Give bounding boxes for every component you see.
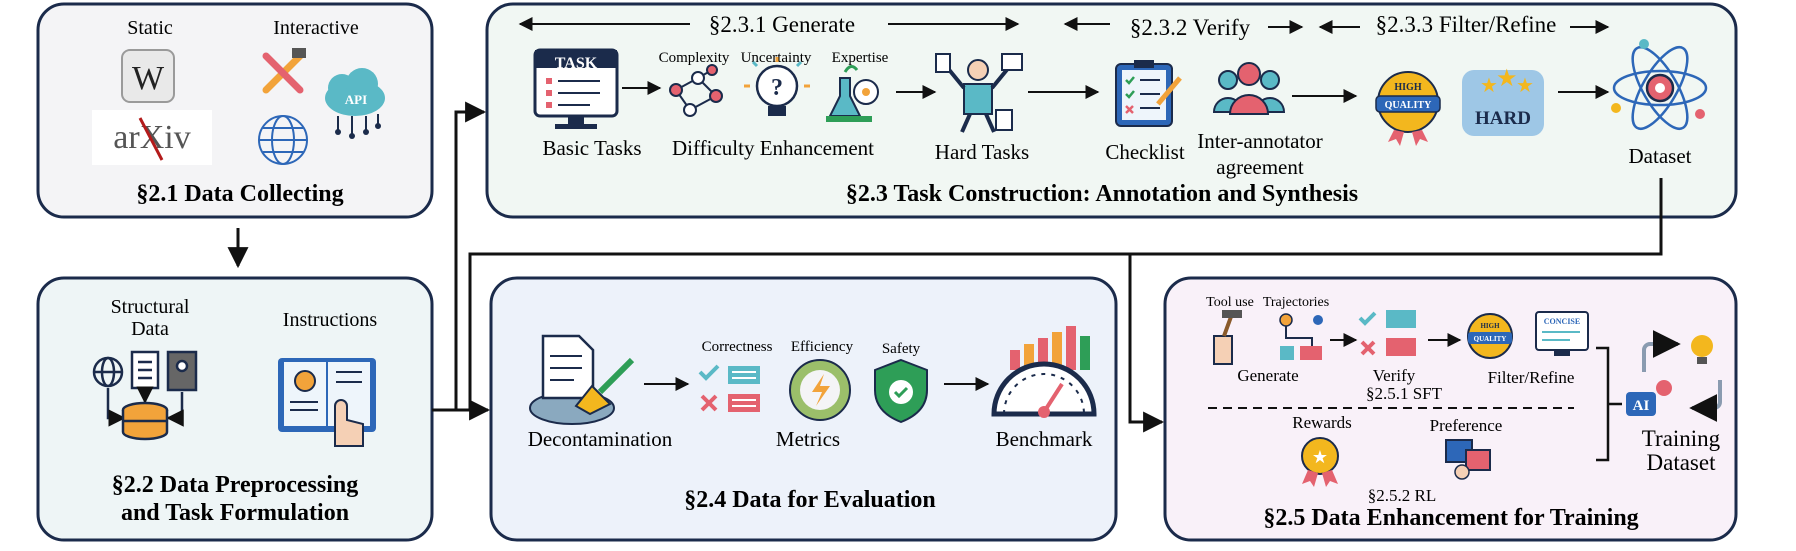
uncertainty-bulb-icon: ? bbox=[744, 57, 810, 116]
expertise-flask-icon bbox=[826, 65, 879, 122]
hard-badge-text: HARD bbox=[1475, 108, 1531, 129]
benchmark-label: Benchmark bbox=[996, 427, 1093, 451]
hard-tasks-person-icon bbox=[935, 53, 1023, 133]
tools-icon bbox=[262, 48, 306, 94]
svg-text:?: ? bbox=[771, 75, 783, 101]
ai-label: AI bbox=[1633, 398, 1650, 414]
dataset-return-line bbox=[468, 178, 1663, 410]
training-quality-badge-icon: HIGH QUALITY bbox=[1467, 313, 1513, 359]
difficulty-enhancement-label: Difficulty Enhancement bbox=[672, 136, 874, 160]
rewards-label: Rewards bbox=[1292, 413, 1351, 432]
task-icon-text: TASK bbox=[555, 55, 598, 72]
construction-title: §2.3 Task Construction: Annotation and S… bbox=[846, 181, 1358, 207]
trajectories-label: Trajectories bbox=[1263, 295, 1329, 310]
verify-checklist-icon bbox=[1358, 310, 1416, 356]
stage-arrows bbox=[518, 17, 1610, 34]
complexity-network-icon bbox=[669, 64, 723, 117]
structural-data-icon bbox=[92, 350, 198, 441]
construction-panel bbox=[485, 2, 1738, 219]
connectors bbox=[227, 101, 1663, 433]
decontamination-label: Decontamination bbox=[528, 427, 673, 451]
ai-cycle-icon: AI bbox=[1626, 330, 1722, 422]
metrics-label: Metrics bbox=[776, 427, 840, 451]
svg-text:★: ★ bbox=[1496, 66, 1518, 92]
badge-quality-text: QUALITY bbox=[1385, 100, 1432, 111]
stage-filter: §2.3.3 Filter/Refine bbox=[1376, 12, 1557, 37]
expertise-label: Expertise bbox=[832, 50, 889, 66]
task-monitor-icon: TASK bbox=[533, 48, 619, 129]
benchmark-speedometer-icon bbox=[991, 326, 1097, 418]
evaluation-title: §2.4 Data for Evaluation bbox=[684, 487, 936, 513]
static-label: Static bbox=[127, 17, 173, 39]
inter-annotator-line1: Inter-annotator bbox=[1197, 129, 1323, 153]
wikipedia-icon: W bbox=[121, 49, 175, 103]
sft-label: §2.5.1 SFT bbox=[1366, 384, 1443, 403]
tool-use-label: Tool use bbox=[1206, 295, 1254, 310]
correctness-label: Correctness bbox=[702, 339, 773, 355]
api-cloud-icon: API bbox=[325, 68, 385, 139]
structural-line2: Data bbox=[131, 318, 169, 340]
rewards-medal-icon: ★ bbox=[1301, 437, 1339, 487]
safety-label: Safety bbox=[882, 341, 921, 357]
instructions-book-icon bbox=[278, 358, 376, 447]
training-dataset-line2: Dataset bbox=[1647, 450, 1717, 475]
wikipedia-logo: W bbox=[132, 60, 165, 97]
svg-text:★: ★ bbox=[1480, 75, 1498, 97]
annotators-icon bbox=[1212, 62, 1286, 115]
preprocess-title-line1: §2.2 Data Preprocessing bbox=[112, 472, 358, 498]
checklist-icon bbox=[1115, 60, 1182, 127]
preference-icon bbox=[1445, 439, 1491, 480]
training-title: §2.5 Data Enhancement for Training bbox=[1263, 505, 1638, 531]
concise-text: CONCISE bbox=[1544, 317, 1580, 326]
svg-text:★: ★ bbox=[1312, 447, 1328, 467]
generate-label: Generate bbox=[1237, 366, 1298, 385]
arxiv-logo: arXiv bbox=[113, 119, 190, 156]
tool-use-hammer-icon bbox=[1213, 310, 1242, 365]
complexity-label: Complexity bbox=[659, 50, 730, 66]
structural-line1: Structural bbox=[111, 296, 190, 318]
arrow-to-training bbox=[1128, 254, 1165, 433]
basic-tasks-label: Basic Tasks bbox=[542, 136, 641, 160]
collect-title: §2.1 Data Collecting bbox=[136, 181, 343, 207]
hard-badge-icon: ★ ★ ★ HARD bbox=[1462, 66, 1544, 136]
rl-label: §2.5.2 RL bbox=[1368, 486, 1436, 505]
decontamination-icon bbox=[529, 334, 635, 425]
badge-high-text: HIGH bbox=[1394, 82, 1421, 93]
svg-text:★: ★ bbox=[1516, 75, 1534, 97]
dataset-atom-icon bbox=[1611, 39, 1708, 130]
concise-monitor-icon: CONCISE bbox=[1535, 311, 1589, 356]
inter-annotator-line2: agreement bbox=[1216, 155, 1304, 179]
globe-icon bbox=[258, 115, 308, 165]
stage-generate: §2.3.1 Generate bbox=[709, 12, 855, 37]
trajectories-icon bbox=[1279, 313, 1323, 360]
instructions-label: Instructions bbox=[283, 309, 378, 331]
hard-tasks-label: Hard Tasks bbox=[935, 140, 1029, 164]
correctness-checklist-icon bbox=[698, 364, 760, 412]
training-badge-high: HIGH bbox=[1480, 322, 1500, 330]
training-bracket bbox=[1596, 346, 1622, 462]
arxiv-icon: arXiv bbox=[92, 110, 212, 165]
efficiency-label: Efficiency bbox=[791, 339, 854, 355]
training-dataset-line1: Training bbox=[1642, 426, 1721, 451]
dataset-label: Dataset bbox=[1629, 144, 1692, 168]
api-label: API bbox=[345, 92, 367, 107]
arrow-preprocess-to-construction bbox=[432, 101, 487, 412]
efficiency-gauge-icon bbox=[789, 359, 851, 421]
preprocess-title-line2: and Task Formulation bbox=[121, 500, 349, 526]
verify-label: Verify bbox=[1373, 366, 1416, 385]
safety-shield-icon bbox=[874, 358, 928, 424]
interactive-label: Interactive bbox=[273, 17, 359, 39]
stage-verify: §2.3.2 Verify bbox=[1130, 15, 1251, 40]
high-quality-badge-icon: HIGH QUALITY bbox=[1375, 71, 1441, 146]
training-badge-quality: QUALITY bbox=[1474, 335, 1507, 343]
filter-refine-label: Filter/Refine bbox=[1488, 368, 1575, 387]
preference-label: Preference bbox=[1430, 416, 1503, 435]
checklist-label: Checklist bbox=[1105, 140, 1184, 164]
